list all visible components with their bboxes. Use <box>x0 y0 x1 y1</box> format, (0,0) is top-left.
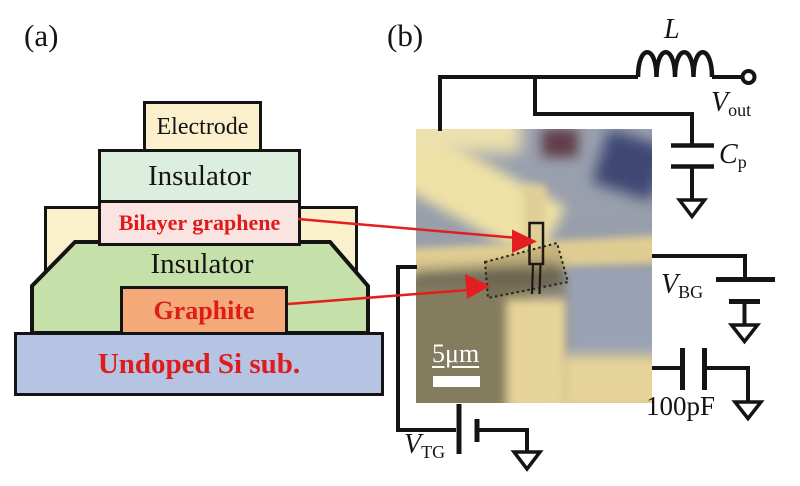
insulator-bottom-label: Insulator <box>150 248 254 280</box>
vbg-base: V <box>661 269 679 300</box>
vbg-label: VBG <box>661 269 704 302</box>
c100-ground-icon <box>731 400 765 422</box>
micrograph-right-square <box>568 267 652 362</box>
inductor-label: L <box>664 14 680 45</box>
vbg-ground-icon <box>727 323 762 345</box>
micrograph-maroon-blob <box>542 129 578 157</box>
vout-label: Vout <box>711 87 752 120</box>
cp-base: C <box>719 139 738 170</box>
vtg-sub: TG <box>421 442 446 462</box>
vout-sub: out <box>728 100 752 120</box>
electrode-layer: Electrode <box>143 101 262 152</box>
vout-base: V <box>711 87 729 118</box>
vtg-ground-icon <box>510 450 544 472</box>
micrograph-topleft-corner <box>416 129 521 153</box>
micrograph-bottomright-region <box>562 355 652 403</box>
vtg-base: V <box>404 429 422 460</box>
micrograph-bottomcenter-strip <box>506 299 568 403</box>
cp-sub: p <box>737 152 747 172</box>
panel-a-label: (a) <box>24 18 59 53</box>
insulator-top-layer: Insulator <box>98 149 301 203</box>
graphite-layer: Graphite <box>120 286 288 335</box>
scale-bar <box>433 376 480 387</box>
wire-device-to-inductor <box>438 75 638 131</box>
micrograph-darkblue-blob <box>591 129 652 202</box>
vbg-sub: BG <box>678 282 704 302</box>
cp-ground-icon <box>675 198 709 220</box>
cp-label: Cp <box>719 139 747 172</box>
device-micrograph: 5μm <box>416 129 652 403</box>
vtg-label: VTG <box>404 429 446 462</box>
capacitor-100pf-label: 100pF <box>646 391 716 421</box>
panel-b-label: (b) <box>387 18 424 53</box>
bilayer-graphene-layer: Bilayer graphene <box>98 200 301 246</box>
inductor-coil <box>635 50 715 78</box>
scale-bar-label: 5μm <box>432 339 480 368</box>
substrate-layer: Undoped Si sub. <box>14 332 384 396</box>
vtg-ground-wire <box>478 428 529 452</box>
vout-terminal <box>740 69 757 85</box>
